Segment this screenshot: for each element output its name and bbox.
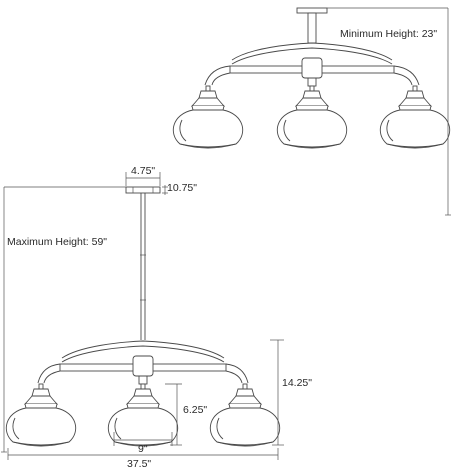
- shade-right: [209, 383, 281, 447]
- lower-center-hub: [132, 355, 154, 377]
- shade-right-top: [379, 85, 451, 149]
- shade-left-top: [172, 85, 244, 149]
- fixture-maximum-height: [5, 186, 281, 447]
- dimension-shade-height: 6.25": [165, 383, 207, 446]
- canopy: [125, 186, 161, 194]
- lower-arch: [61, 340, 225, 359]
- dimension-body-height: 14.25": [270, 339, 312, 446]
- shade-center: [107, 383, 179, 447]
- upper-arch: [231, 42, 393, 61]
- max-height-label: Maximum Height: 59": [7, 236, 107, 248]
- shade-left: [5, 383, 77, 447]
- dimension-canopy-height: 10.75": [162, 182, 197, 195]
- dimension-max-height: Maximum Height: 59": [1, 186, 126, 453]
- dimension-canopy-width: 4.75": [125, 165, 161, 186]
- canopy-height-label: 10.75": [167, 182, 197, 194]
- shade-center-top: [276, 85, 348, 149]
- dimension-total-width: 37.5": [7, 448, 279, 470]
- dimension-shade-width: 9": [113, 432, 173, 455]
- short-stem: [307, 12, 317, 44]
- body-height-label: 14.25": [282, 377, 312, 389]
- center-hub: [301, 57, 323, 79]
- fixture-minimum-height: Minimum Height: 23": [172, 7, 451, 216]
- shade-height-label: 6.25": [183, 404, 207, 416]
- shade-width-label: 9": [138, 443, 148, 455]
- canopy-top: [296, 7, 328, 14]
- canopy-width-label: 4.75": [131, 165, 155, 177]
- min-height-label: Minimum Height: 23": [340, 28, 437, 40]
- total-width-label: 37.5": [127, 458, 151, 470]
